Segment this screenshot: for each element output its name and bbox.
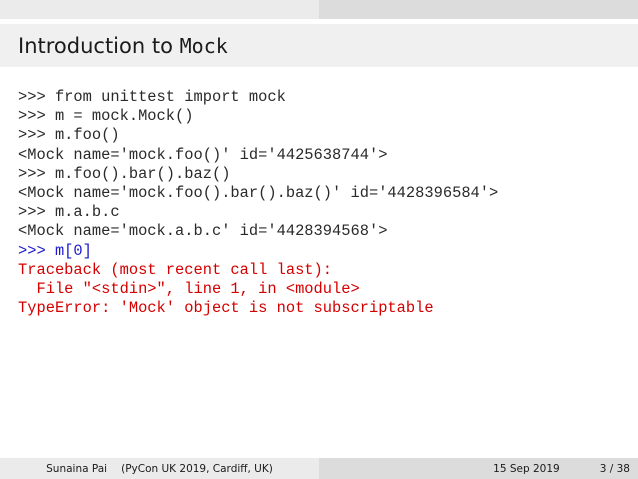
navigation-bar	[0, 0, 638, 19]
code-line: >>> m.a.b.c	[18, 203, 120, 222]
footer-right: 15 Sep 2019 3 / 38	[319, 458, 638, 479]
navigation-bar-right	[319, 0, 638, 19]
slide-title-text: Introduction to	[18, 34, 180, 58]
code-line: <Mock name='mock.a.b.c' id='4428394568'>	[18, 222, 388, 241]
code-line: >>> m.foo()	[18, 126, 120, 145]
code-block: >>> from unittest import mock>>> m = moc…	[18, 88, 498, 318]
code-line: >>> m.foo().bar().baz()	[18, 164, 231, 183]
code-line: <Mock name='mock.foo()' id='4425638744'>	[18, 145, 388, 164]
code-line: >>> from unittest import mock	[18, 88, 286, 106]
slide-title: Introduction to Mock	[18, 34, 228, 58]
footer-left: Sunaina Pai (PyCon UK 2019, Cardiff, UK)	[0, 458, 319, 479]
footer-page-number: 3 / 38	[599, 462, 630, 475]
code-line: Traceback (most recent call last):	[18, 260, 333, 279]
slide-title-code: Mock	[179, 34, 228, 58]
code-line: <Mock name='mock.foo().bar().baz()' id='…	[18, 183, 499, 202]
footer-author: Sunaina Pai	[46, 462, 108, 475]
footer-date: 15 Sep 2019	[493, 462, 560, 475]
navigation-bar-left	[0, 0, 319, 19]
code-line: File "<stdin>", line 1, in <module>	[18, 279, 360, 298]
code-line: >>> m[0]	[18, 241, 92, 260]
footer: Sunaina Pai (PyCon UK 2019, Cardiff, UK)…	[0, 458, 638, 479]
code-line: >>> m = mock.Mock()	[18, 107, 194, 126]
footer-event: (PyCon UK 2019, Cardiff, UK)	[121, 462, 273, 475]
code-line: TypeError: 'Mock' object is not subscrip…	[18, 299, 434, 318]
title-bar	[0, 24, 638, 67]
